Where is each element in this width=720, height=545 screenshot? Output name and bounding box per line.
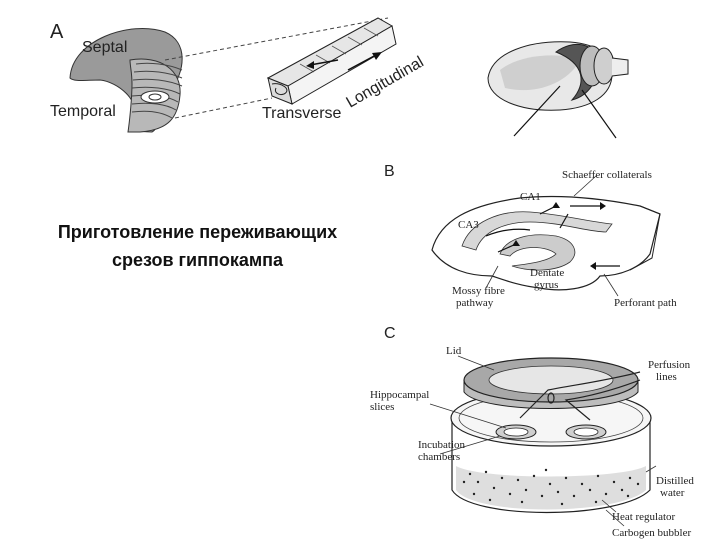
perforant-label: Perforant path [614, 297, 677, 309]
panel-b: B Schaeffer collaterals CA1 [384, 163, 677, 309]
projection-lines [164, 17, 389, 119]
panel-b-letter: B [384, 163, 395, 180]
septal-label: Septal [82, 39, 127, 56]
brain-sketch [487, 41, 629, 139]
carbogen-bubbles [462, 468, 640, 506]
panel-c-letter: C [384, 325, 396, 342]
schaeffer-label: Schaeffer collaterals [562, 169, 652, 181]
carbogen-label: Carbogen bubbler [612, 527, 691, 539]
ca3-label: CA3 [458, 219, 479, 231]
slices-label-2: slices [370, 401, 394, 413]
incubation-label-1: Incubation [418, 439, 466, 451]
lid-label: Lid [446, 345, 462, 357]
temporal-label: Temporal [50, 103, 116, 120]
perfusion-label-2: lines [656, 371, 677, 383]
distilled-label-1: Distilled [656, 475, 694, 487]
incubation-label-2: chambers [418, 451, 460, 463]
panel-c: C [370, 325, 694, 539]
dentate-gyrus [499, 234, 576, 271]
perfusion-label-1: Perfusion [648, 359, 691, 371]
heat-regulator-label: Heat regulator [612, 511, 676, 523]
slice-block [266, 17, 397, 105]
dentate-label-2: gyrus [534, 279, 558, 291]
slice-highlight [140, 90, 170, 104]
ca1-label: CA1 [520, 191, 541, 203]
slide-caption: Приготовление переживающих срезов гиппок… [0, 218, 395, 274]
mossy-label-1: Mossy fibre [452, 285, 505, 297]
incubation-chambers [495, 424, 607, 440]
caption-line-2: срезов гиппокампа [111, 250, 284, 270]
perfusion-lines [519, 371, 641, 421]
transverse-label: Transverse [262, 105, 342, 122]
dentate-label-1: Dentate [530, 267, 564, 279]
distilled-label-2: water [660, 487, 685, 499]
slices-label-1: Hippocampal [370, 389, 429, 401]
panel-a: A Septal Temporal [50, 17, 629, 139]
panel-a-letter: A [50, 21, 64, 43]
pathway-arrows [485, 205, 620, 267]
mossy-label-2: pathway [456, 297, 494, 309]
ca-band [461, 211, 613, 251]
caption-line-1: Приготовление переживающих [57, 222, 338, 242]
